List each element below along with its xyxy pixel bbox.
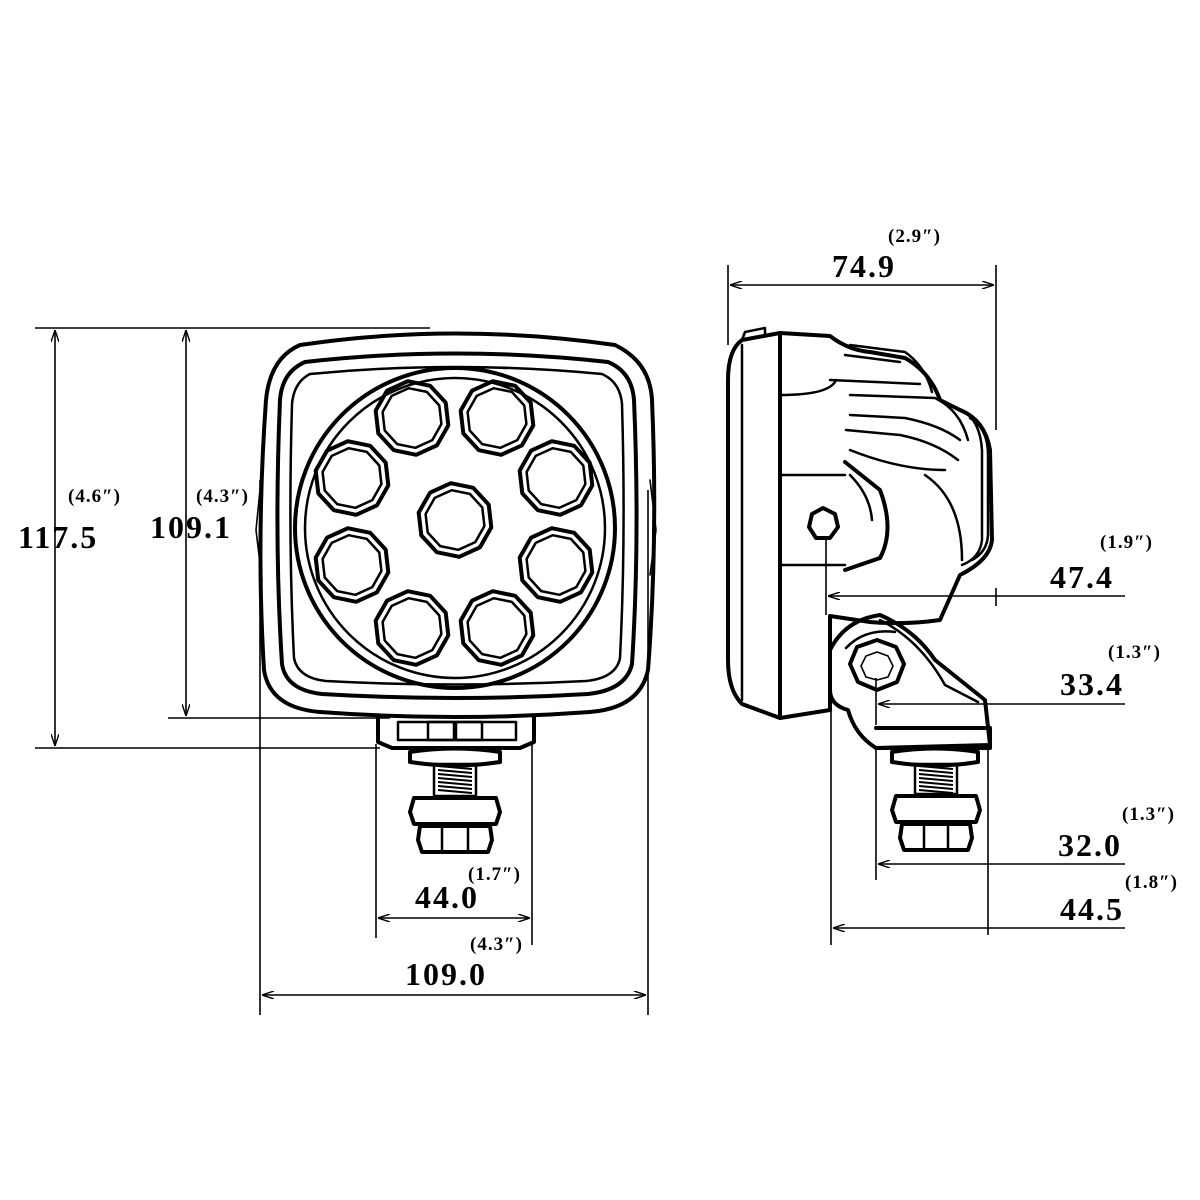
washer: [408, 746, 502, 768]
thread-line: [918, 773, 954, 778]
led-reflector-6: [313, 526, 391, 604]
side-lock-washer: [890, 794, 982, 824]
height-overall-mm: 117.5: [18, 519, 98, 555]
led-reflector-8: [373, 589, 451, 667]
thread-line: [437, 773, 473, 778]
stud-offset-inch: (1.3″): [1122, 804, 1175, 825]
height-overall-inch: (4.6″): [68, 486, 121, 507]
thread-line: [918, 785, 954, 790]
front-dimensions: [35, 327, 649, 1015]
lock-washer: [408, 796, 502, 826]
mount-arm: [828, 613, 992, 750]
led-reflector-5: [416, 481, 494, 559]
side-dimensions: [727, 265, 1125, 945]
thread-line: [437, 781, 473, 786]
thread-line: [918, 769, 954, 774]
thread-line: [437, 785, 473, 790]
width-overall-inch: (4.3″): [470, 934, 523, 955]
led-lens-5: [424, 488, 486, 552]
housing-frame: [289, 365, 625, 686]
bolt-offset-mm: 33.4: [1060, 666, 1124, 702]
led-lens-4: [525, 446, 587, 510]
thread-line: [437, 777, 473, 782]
front-view: [255, 331, 657, 854]
pivot-pad: [843, 460, 890, 572]
led-lens-1: [381, 386, 443, 450]
height-lens-inch: (4.3″): [196, 486, 249, 507]
bracket-width-inch: (1.7″): [468, 864, 521, 885]
height-lens-mm: 109.1: [150, 509, 232, 545]
stud-offset-mm: 32.0: [1058, 827, 1122, 863]
led-reflector-9: [458, 589, 536, 667]
thread-line: [437, 765, 473, 770]
arm-bolt: [848, 638, 906, 692]
housing-side-right: [649, 479, 657, 576]
led-reflector-4: [517, 439, 595, 517]
width-overall-mm: 109.0: [405, 956, 487, 992]
side-view: [726, 326, 994, 852]
led-lens-6: [321, 533, 383, 597]
thread-line: [918, 781, 954, 786]
led-lens-2: [466, 386, 528, 450]
bolt-offset-inch: (1.3″): [1108, 642, 1161, 663]
depth-overall-inch: (2.9″): [888, 226, 941, 247]
side-washer: [890, 746, 980, 768]
led-reflector-3: [313, 439, 391, 517]
thread-line: [918, 777, 954, 782]
bracket-nut-left: [426, 720, 456, 742]
led-reflector-2: [458, 379, 536, 457]
thread-line: [437, 769, 473, 774]
led-lens-7: [525, 533, 587, 597]
dimension-labels: 117.5 (4.6″) 109.1 (4.3″) 44.0 (1.7″) 10…: [18, 226, 1178, 992]
led-lens-9: [466, 596, 528, 660]
side-stud-threads: [918, 765, 954, 794]
pivot-offset-mm: 47.4: [1050, 559, 1114, 595]
bracket-nut-right: [454, 720, 484, 742]
led-lens-3: [321, 446, 383, 510]
depth-overall-mm: 74.9: [832, 248, 896, 284]
base-width-mm: 44.5: [1060, 891, 1124, 927]
thread-line: [437, 789, 473, 794]
stud-threads: [437, 765, 473, 794]
thread-line: [918, 765, 954, 770]
lens-ring-outer: [293, 366, 617, 690]
led-array: [313, 379, 595, 667]
hex-nut: [416, 824, 494, 854]
led-reflector-1: [373, 379, 451, 457]
thread-line: [918, 789, 954, 794]
pivot-offset-inch: (1.9″): [1100, 532, 1153, 553]
bracket-width-mm: 44.0: [415, 879, 479, 915]
side-hex-nut: [898, 822, 974, 852]
led-lens-8: [381, 596, 443, 660]
lens-ring-inner: [303, 376, 607, 680]
pivot-bolt: [807, 506, 840, 540]
housing-outer: [258, 331, 657, 719]
housing-inner: [275, 351, 639, 700]
led-reflector-7: [517, 526, 595, 604]
side-lens-face: [726, 331, 782, 720]
base-width-inch: (1.8″): [1125, 872, 1178, 893]
